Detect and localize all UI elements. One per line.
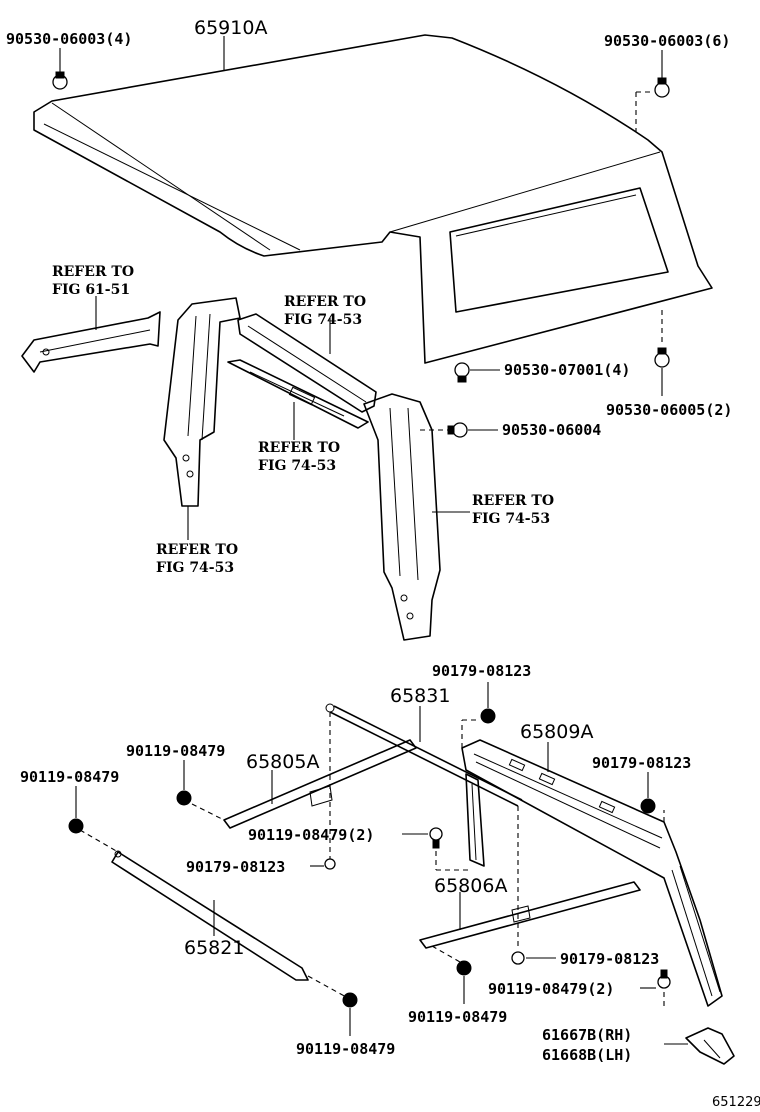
- clip-icon: [654, 347, 670, 368]
- label-bolt-08479-2a: 90119-08479(2): [248, 826, 374, 844]
- label-refer-61-51-line2: FIG 61-51: [52, 282, 130, 298]
- nut-icon: [324, 858, 336, 870]
- nut-icon: [640, 798, 656, 814]
- bracket-61667b-part: [685, 1027, 735, 1065]
- clip-icon: [654, 77, 670, 98]
- label-refer-74-53-c-line2: FIG 74-53: [258, 458, 336, 474]
- label-clip-06005: 90530-06005(2): [606, 401, 732, 419]
- label-refer-74-53-c-line1: REFER TO: [258, 440, 340, 456]
- label-65831: 65831: [390, 685, 450, 707]
- label-nut-08123-right: 90179-08123: [592, 754, 691, 772]
- label-65821: 65821: [184, 937, 244, 959]
- nut-icon: [480, 708, 496, 724]
- cross-panel-part: [227, 313, 377, 429]
- label-nut-08123-low: 90179-08123: [560, 950, 659, 968]
- clip-icon: [52, 71, 68, 90]
- label-refer-74-53-a-line2: FIG 74-53: [156, 560, 234, 576]
- bolt-icon: [429, 827, 443, 849]
- label-refer-74-53-d-line1: REFER TO: [472, 493, 554, 509]
- bar-65806a-part: [419, 881, 641, 949]
- figure-id: 651229: [712, 1095, 760, 1110]
- label-65806a: 65806A: [434, 875, 507, 897]
- label-bolt-08479-d: 90119-08479: [296, 1040, 395, 1058]
- vertical-post-part: [465, 773, 485, 867]
- label-61668b: 61668B(LH): [542, 1046, 632, 1064]
- clip-icon: [454, 362, 470, 383]
- nut-icon: [511, 951, 525, 965]
- label-nut-08123-top: 90179-08123: [432, 662, 531, 680]
- label-nut-08123-mid: 90179-08123: [186, 858, 285, 876]
- bolt-icon: [176, 790, 192, 806]
- label-bolt-08479-a: 90119-08479: [126, 742, 225, 760]
- label-bolt-08479-c: 90119-08479: [408, 1008, 507, 1026]
- label-bolt-08479-2b: 90119-08479(2): [488, 980, 614, 998]
- label-refer-74-53-b-line1: REFER TO: [284, 294, 366, 310]
- bolt-icon: [456, 960, 472, 976]
- label-clip-07001: 90530-07001(4): [504, 361, 630, 379]
- label-refer-74-53-d-line2: FIG 74-53: [472, 511, 550, 527]
- clip-icon: [447, 422, 468, 438]
- label-65805a: 65805A: [246, 751, 319, 773]
- label-61667b: 61667B(RH): [542, 1026, 632, 1044]
- label-clip-tr: 90530-06003(6): [604, 32, 730, 50]
- bolt-icon: [68, 818, 84, 834]
- rear-header-65809a-part: [461, 739, 723, 1007]
- label-clip-06004: 90530-06004: [502, 421, 601, 439]
- label-refer-74-53-a-line1: REFER TO: [156, 542, 238, 558]
- label-65809a: 65809A: [520, 721, 593, 743]
- canopy-roof: [33, 34, 713, 364]
- label-65910a: 65910A: [194, 17, 267, 39]
- label-bolt-08479-b: 90119-08479: [20, 768, 119, 786]
- label-refer-61-51-line1: REFER TO: [52, 264, 134, 280]
- side-rail-part: [21, 311, 161, 373]
- bar-65821-part: [111, 850, 309, 981]
- left-pillar-part: [163, 297, 241, 507]
- label-refer-74-53-b-line2: FIG 74-53: [284, 312, 362, 328]
- right-pillar-part: [363, 393, 441, 641]
- label-clip-tl: 90530-06003(4): [6, 30, 132, 48]
- bolt-icon: [657, 969, 671, 989]
- bolt-icon: [342, 992, 358, 1008]
- bar-65805a-part: [223, 739, 417, 829]
